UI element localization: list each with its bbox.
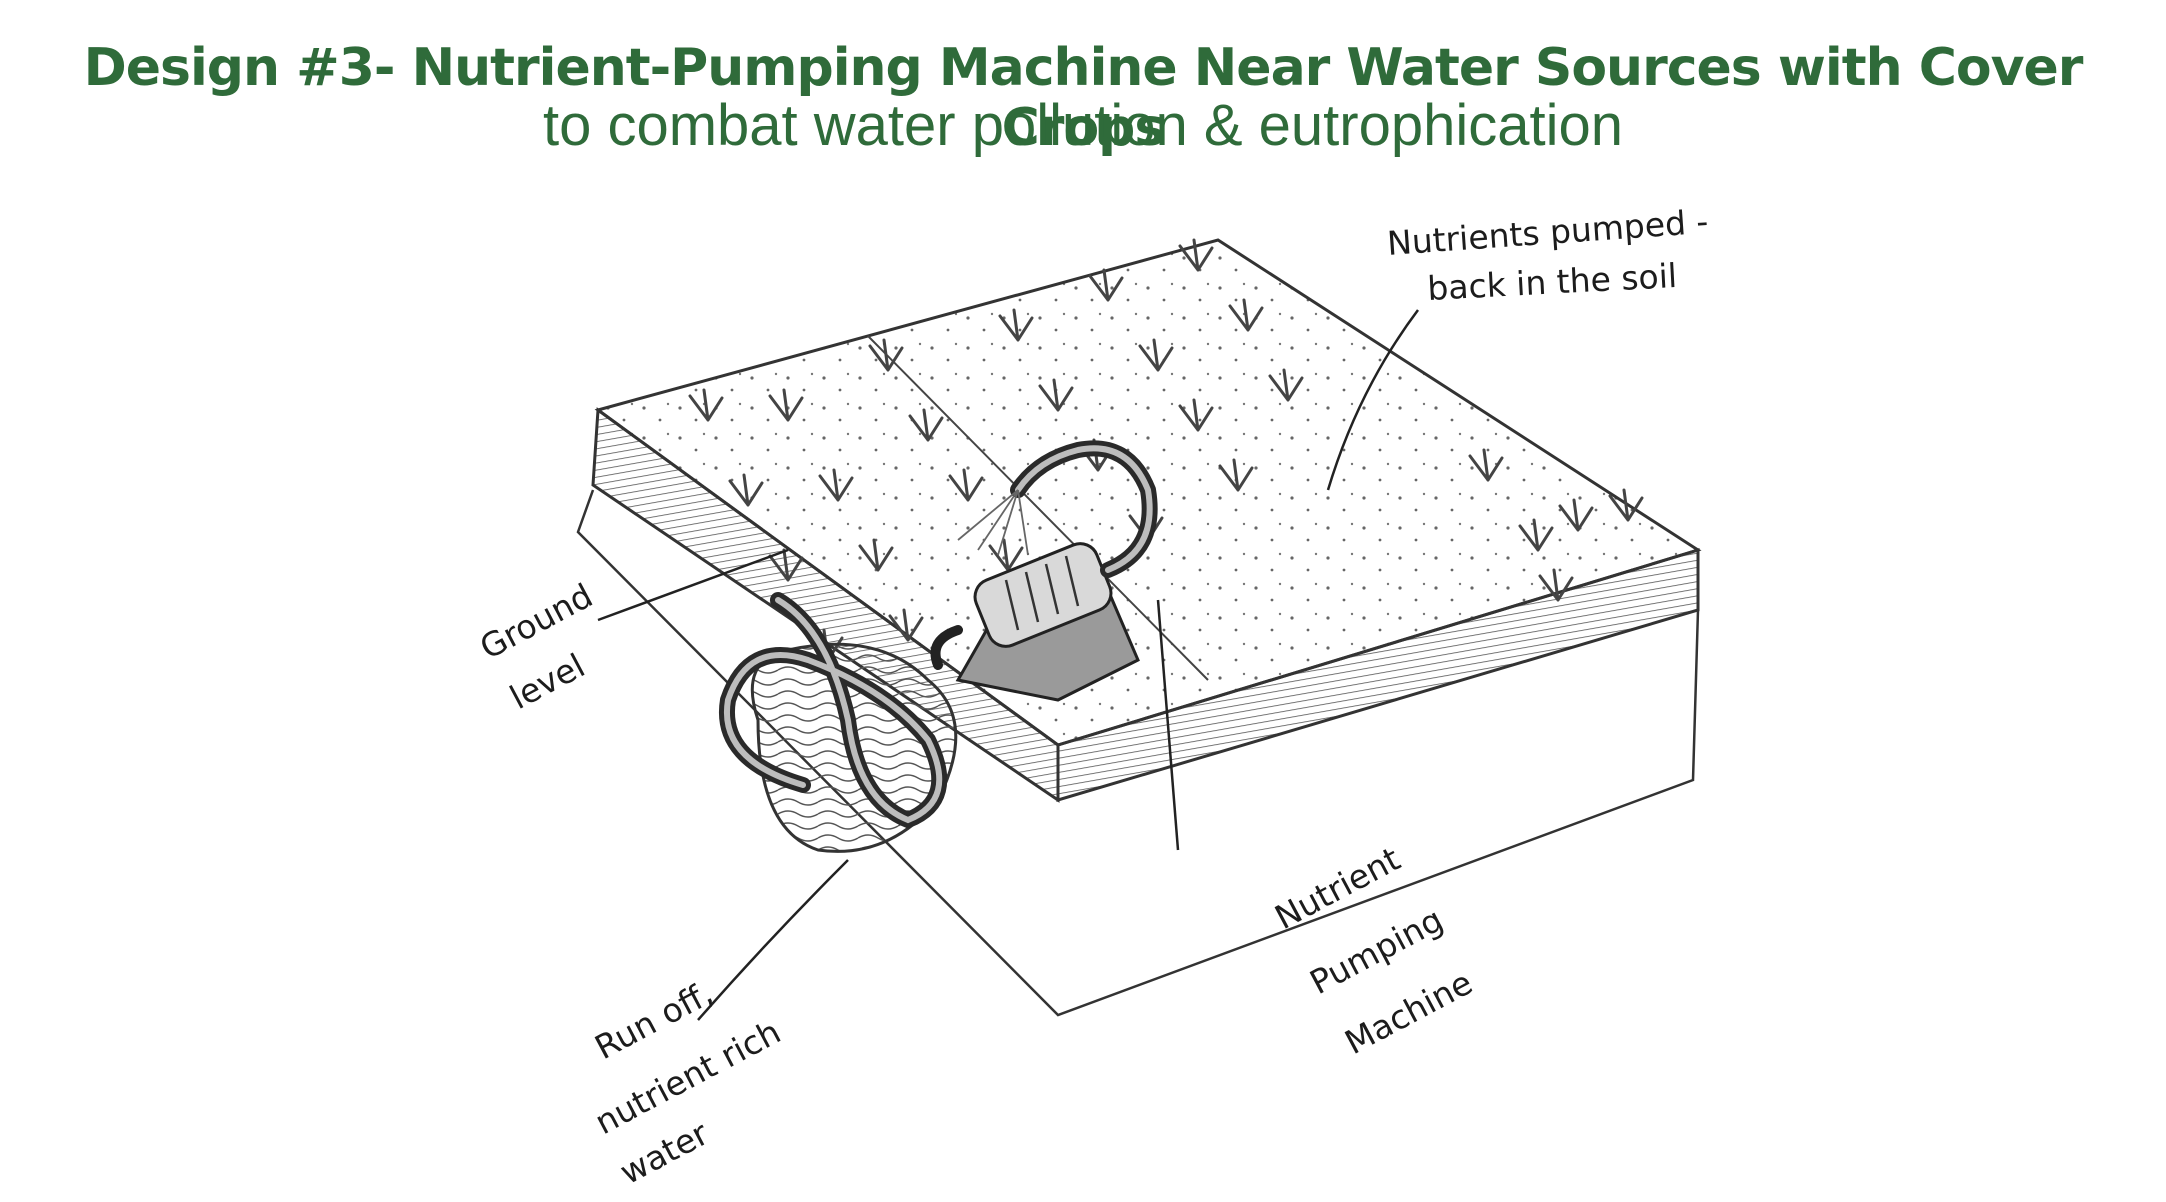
crop-plant bbox=[1138, 338, 1174, 372]
crop-plant bbox=[1228, 298, 1264, 332]
crop-plant bbox=[858, 538, 894, 572]
crop-plant bbox=[1088, 268, 1124, 302]
crop-plant bbox=[688, 388, 724, 422]
page-title: Design #3- Nutrient-Pumping Machine Near… bbox=[83, 38, 2084, 158]
leader-ground-level bbox=[597, 548, 789, 622]
crop-plant bbox=[768, 548, 804, 582]
crop-plant bbox=[1538, 568, 1574, 602]
crop-plant bbox=[868, 338, 904, 372]
crop-plant bbox=[908, 408, 944, 442]
crop-plant bbox=[818, 468, 854, 502]
crop-plant bbox=[768, 388, 804, 422]
label-nutrients-pumped-1: Nutrients pumped - bbox=[1386, 202, 1708, 263]
label-machine-1: Nutrient bbox=[1268, 839, 1406, 937]
crop-plant bbox=[1468, 448, 1504, 482]
label-nutrients-pumped-2: back in the soil bbox=[1426, 256, 1678, 308]
crop-plant bbox=[1608, 488, 1644, 522]
crop-plant bbox=[948, 468, 984, 502]
leader-runoff bbox=[697, 859, 849, 1021]
crop-plant bbox=[1178, 398, 1214, 432]
label-ground-level-1: Ground bbox=[473, 576, 598, 667]
crop-plant bbox=[728, 473, 764, 507]
annotation-leaders bbox=[597, 309, 1420, 1021]
crop-plant bbox=[1518, 518, 1554, 552]
field-divider bbox=[867, 335, 1209, 681]
slab-base-outline bbox=[576, 489, 1700, 1017]
crop-plant bbox=[1218, 458, 1254, 492]
crop-plant bbox=[988, 538, 1024, 572]
crop-plant bbox=[998, 308, 1034, 342]
leader-nutrients-pumped bbox=[1326, 309, 1420, 491]
crop-plant bbox=[1558, 498, 1594, 532]
crop-plant bbox=[1038, 378, 1074, 412]
page-subtitle: to combat water pollution & eutrophicati… bbox=[542, 93, 1624, 158]
crop-plant bbox=[1178, 238, 1214, 272]
crop-plant bbox=[1268, 368, 1304, 402]
label-ground-level-2: level bbox=[503, 646, 591, 717]
nutrient-spray bbox=[957, 489, 1029, 556]
leader-machine bbox=[1156, 599, 1180, 851]
crop-plant bbox=[888, 608, 924, 642]
field-sketch-diagram: Nutrients pumped - back in the soil Grou… bbox=[473, 202, 1708, 1192]
